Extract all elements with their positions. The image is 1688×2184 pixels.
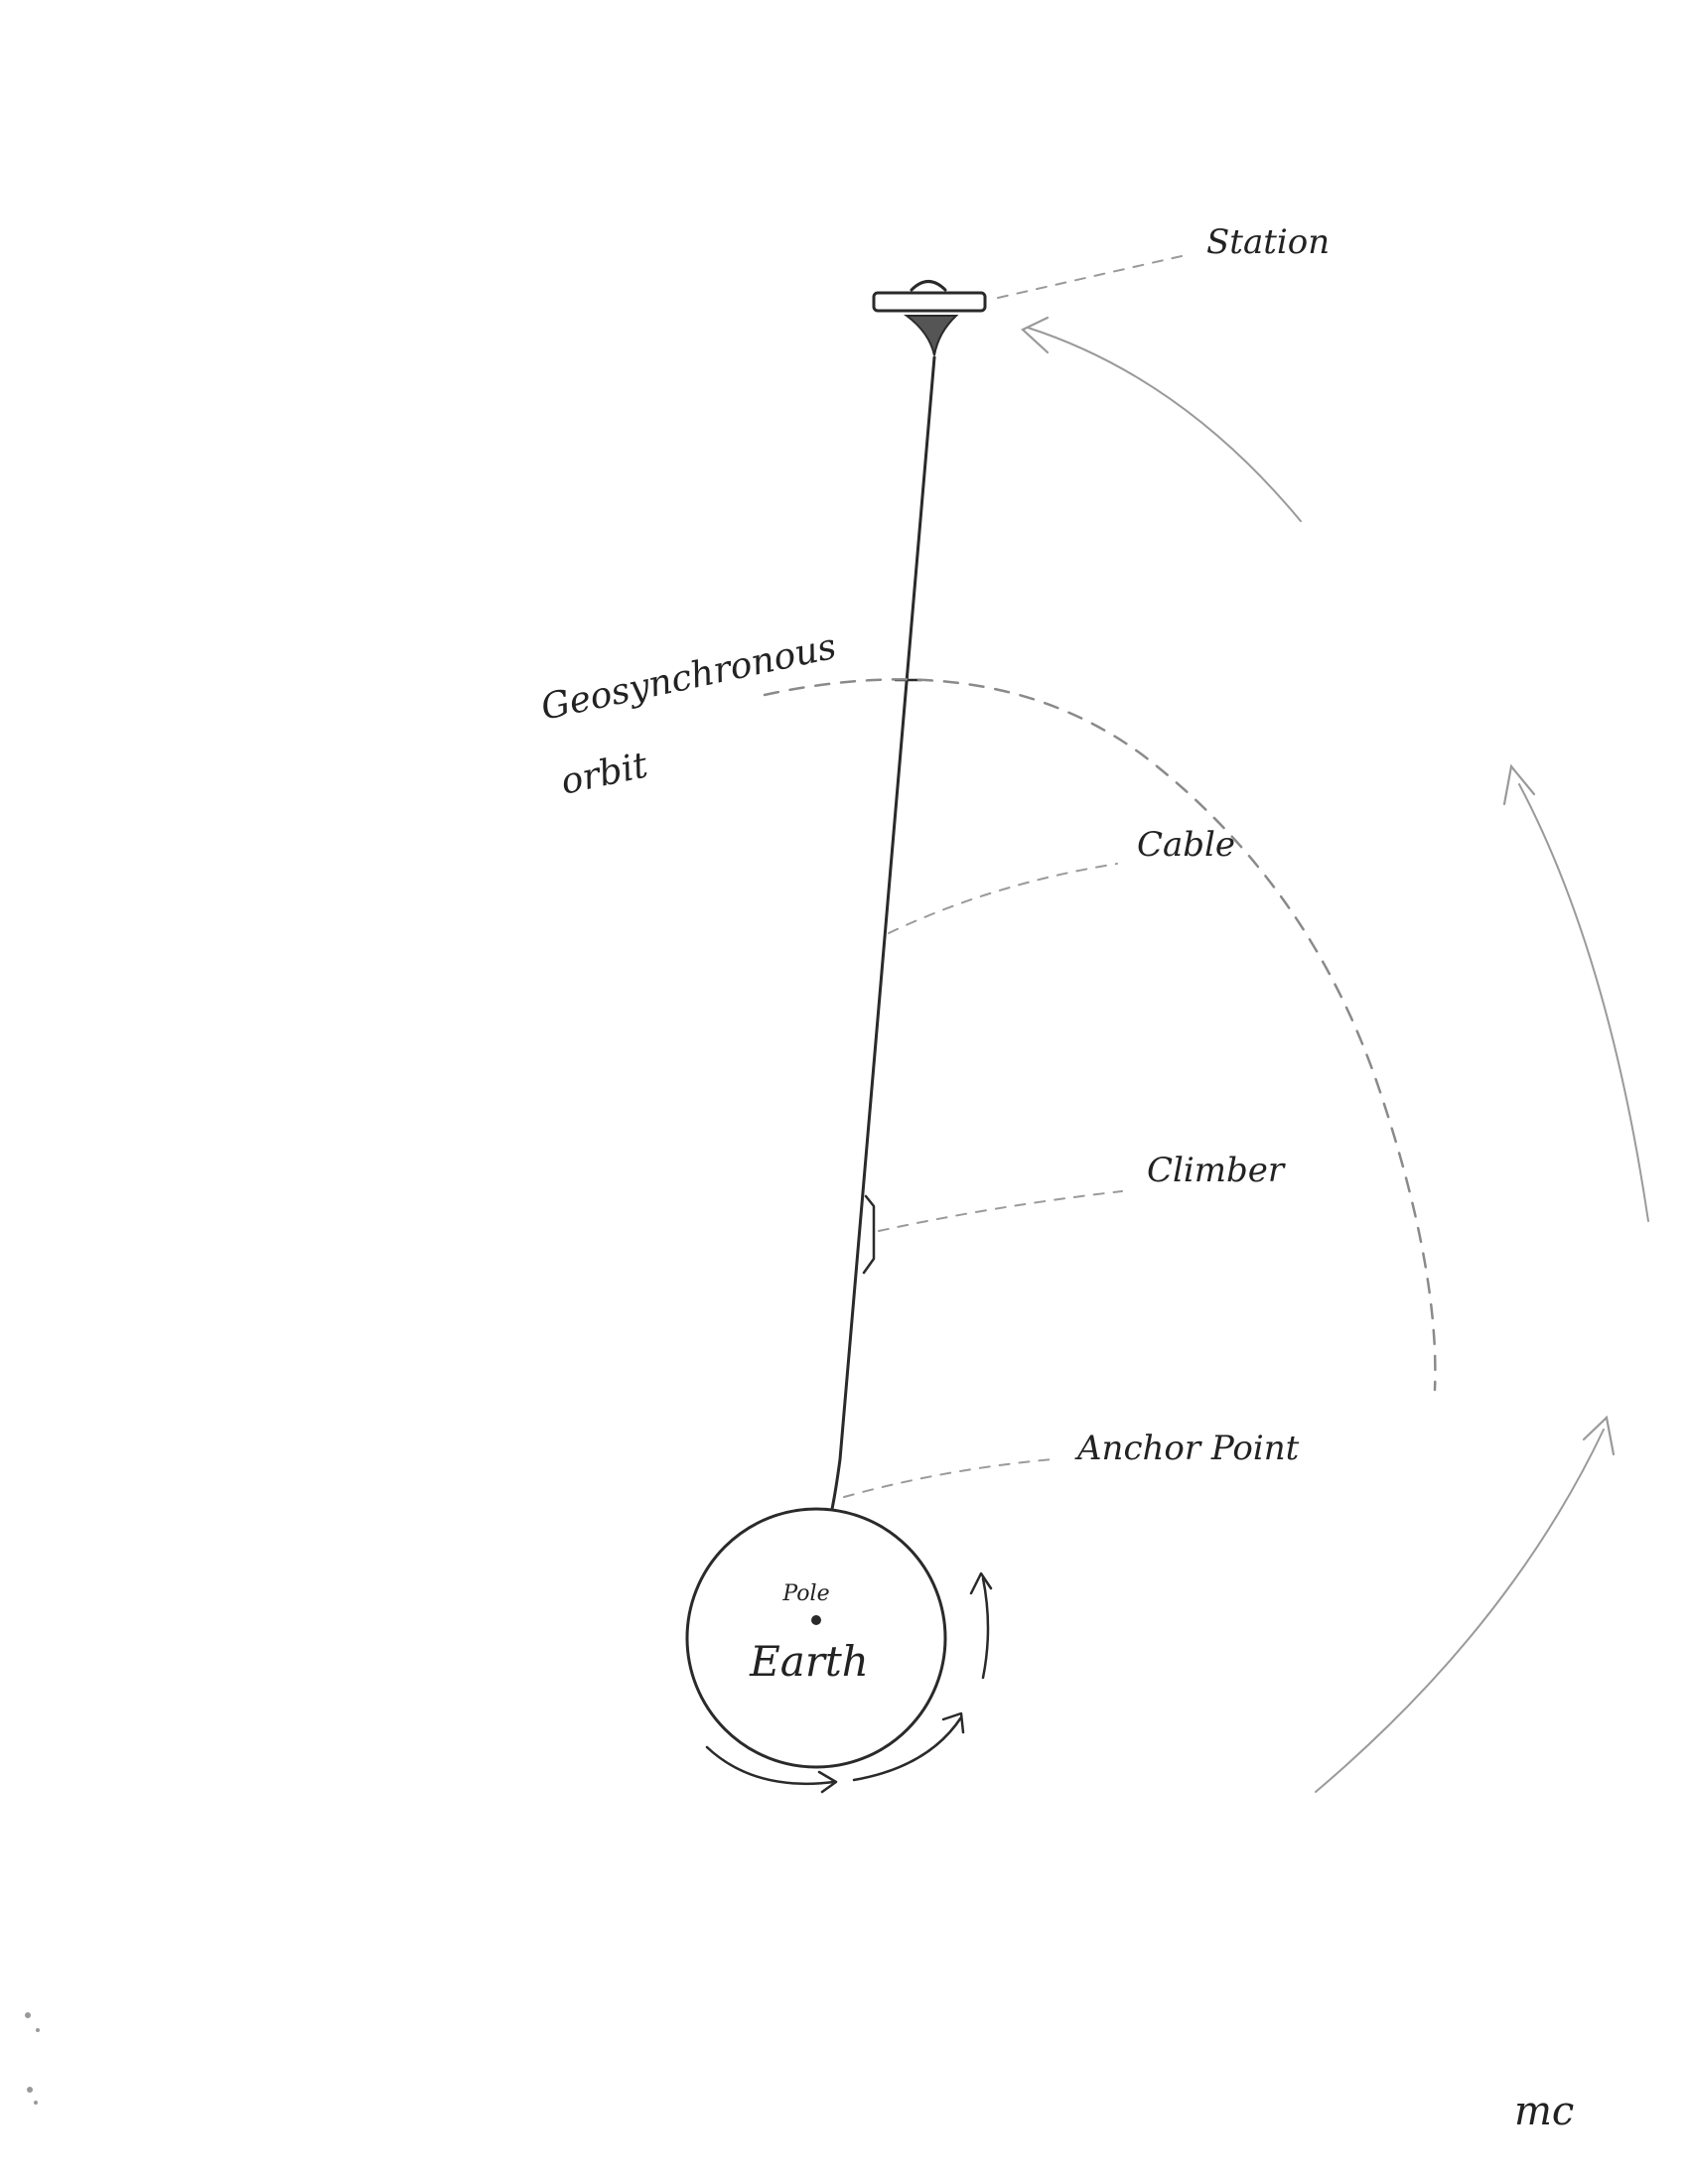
scan-speck	[34, 2101, 38, 2105]
cable-line	[830, 355, 936, 1511]
scan-speck	[36, 2028, 40, 2032]
station-leader	[997, 255, 1183, 299]
scan-speck	[27, 2087, 33, 2093]
orbit-arrow-top	[1027, 327, 1302, 522]
cable-label: Cable	[1137, 825, 1235, 865]
rotation-arrowhead-right	[969, 1571, 993, 1595]
geo-orbit-label-line1: Geosynchronous	[537, 626, 839, 729]
climber-label: Climber	[1147, 1151, 1286, 1190]
pole-dot	[811, 1615, 821, 1625]
cable-leader	[888, 863, 1118, 934]
rotation-arrow-bottom	[852, 1715, 963, 1782]
orbit-arrowhead-bottom	[1582, 1415, 1616, 1456]
climber-leader	[878, 1190, 1123, 1232]
rotation-arrowhead-bottom	[941, 1711, 965, 1734]
rotation-arrow-right	[981, 1576, 990, 1680]
geo-orbit-label-line2: orbit	[557, 745, 651, 802]
signature-label: mc	[1514, 2089, 1574, 2134]
rotation-arrowhead-left	[817, 1770, 838, 1794]
orbit-arrow-bottom	[1315, 1429, 1605, 1793]
climber-shape	[862, 1194, 876, 1275]
earth-circle	[685, 1507, 947, 1769]
anchor-leader	[843, 1458, 1054, 1498]
orbit-arrow-right	[1518, 783, 1649, 1222]
scan-speck	[25, 2012, 31, 2018]
pole-label: Pole	[781, 1581, 829, 1606]
earth-label: Earth	[749, 1637, 869, 1686]
station-icon	[872, 280, 987, 356]
anchor-point-label: Anchor Point	[1074, 1429, 1300, 1468]
orbit-arrowhead-top	[1021, 316, 1050, 354]
rotation-arrow-left	[705, 1745, 836, 1786]
geo-orbit-arc	[763, 678, 1437, 1392]
orbit-arrowhead-right	[1502, 763, 1536, 806]
station-label: Station	[1206, 222, 1330, 262]
